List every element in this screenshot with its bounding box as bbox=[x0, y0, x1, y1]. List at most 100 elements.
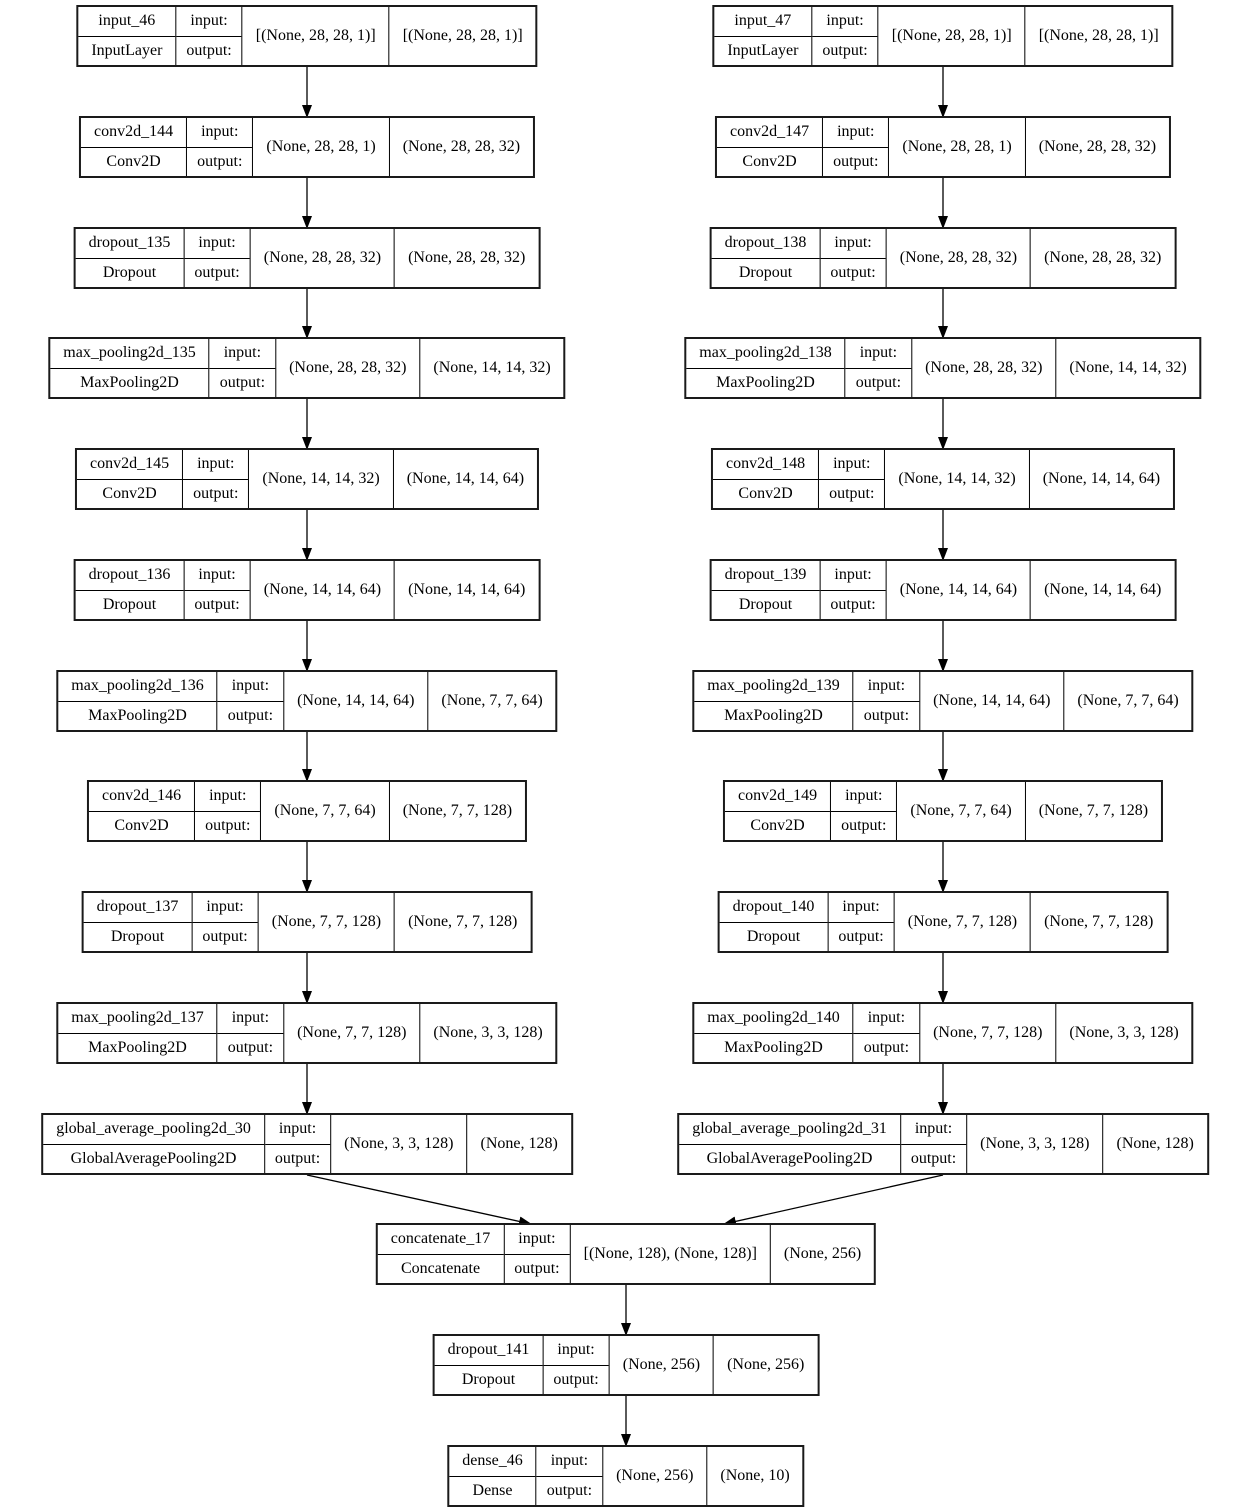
output-shape-column: [(None, 28, 28, 1)] bbox=[1024, 7, 1172, 65]
layer-type: InputLayer bbox=[727, 41, 799, 59]
input-shape-column: (None, 14, 14, 64) bbox=[283, 672, 427, 730]
layer-node-max_pooling2d_137: max_pooling2d_137 MaxPooling2D input: ou… bbox=[56, 1002, 558, 1064]
layer-name: conv2d_149 bbox=[724, 782, 831, 812]
layer-node-max_pooling2d_135: max_pooling2d_135 MaxPooling2D input: ou… bbox=[48, 337, 566, 399]
output-shape: (None, 3, 3, 128) bbox=[433, 1024, 543, 1041]
io-label-column: input: output: bbox=[818, 450, 885, 508]
output-shape-column: (None, 128) bbox=[466, 1115, 570, 1173]
layer-title-column: global_average_pooling2d_31 GlobalAverag… bbox=[679, 1115, 900, 1173]
input-label: input: bbox=[900, 1115, 967, 1145]
output-shape-column: (None, 14, 14, 64) bbox=[392, 450, 537, 508]
output-label: output: bbox=[219, 373, 266, 391]
input-shape-column: (None, 7, 7, 128) bbox=[919, 1004, 1055, 1062]
output-shape-column: (None, 7, 7, 64) bbox=[427, 672, 555, 730]
layer-name: input_46 bbox=[78, 7, 176, 37]
layer-name: dropout_139 bbox=[711, 561, 820, 591]
layer-node-conv2d_148: conv2d_148 Conv2D input: output: (None, … bbox=[710, 448, 1176, 510]
input-shape-column: (None, 7, 7, 64) bbox=[896, 782, 1024, 840]
layer-node-dropout_141: dropout_141 Dropout input: output: (None… bbox=[432, 1334, 820, 1396]
input-label: input: bbox=[543, 1336, 609, 1366]
input-shape-column: (None, 7, 7, 64) bbox=[260, 782, 388, 840]
layer-name: dropout_141 bbox=[434, 1336, 543, 1366]
output-shape-column: (None, 7, 7, 128) bbox=[388, 782, 525, 840]
io-label-column: input: output: bbox=[208, 339, 276, 397]
output-shape-column: (None, 28, 28, 32) bbox=[388, 118, 533, 176]
input-shape: (None, 28, 28, 32) bbox=[925, 359, 1043, 376]
layer-type: Conv2D bbox=[114, 816, 169, 834]
layer-name: dropout_135 bbox=[75, 229, 184, 259]
layer-type: MaxPooling2D bbox=[88, 706, 187, 724]
layer-type: MaxPooling2D bbox=[88, 1038, 187, 1056]
output-label: output: bbox=[841, 816, 887, 834]
layer-name: concatenate_17 bbox=[377, 1225, 504, 1255]
input-shape-column: (None, 28, 28, 32) bbox=[911, 339, 1055, 397]
input-shape: (None, 7, 7, 128) bbox=[907, 913, 1018, 930]
io-label-column: input: output: bbox=[822, 118, 889, 176]
input-shape: (None, 14, 14, 32) bbox=[898, 470, 1016, 487]
layer-node-concatenate_17: concatenate_17 Concatenate input: output… bbox=[375, 1223, 877, 1285]
layer-name: dropout_140 bbox=[719, 893, 828, 923]
output-shape: (None, 28, 28, 32) bbox=[408, 249, 526, 266]
io-label-column: input: output: bbox=[827, 893, 894, 951]
edge-global_average_pooling2d_31-to-concatenate_17 bbox=[723, 1174, 944, 1227]
layer-type: Dropout bbox=[738, 595, 793, 613]
input-label: input: bbox=[819, 450, 885, 480]
output-shape-column: (None, 7, 7, 128) bbox=[1030, 893, 1166, 951]
layer-title-column: max_pooling2d_138 MaxPooling2D bbox=[686, 339, 845, 397]
input-label: input: bbox=[853, 1004, 920, 1034]
output-label: output: bbox=[514, 1259, 560, 1277]
input-label: input: bbox=[217, 672, 284, 702]
layer-title-column: dropout_138 Dropout bbox=[711, 229, 820, 287]
layer-name: dropout_138 bbox=[711, 229, 820, 259]
input-shape-column: [(None, 28, 28, 1)] bbox=[877, 7, 1025, 65]
layer-name: dropout_137 bbox=[83, 893, 192, 923]
layer-type: MaxPooling2D bbox=[724, 1038, 823, 1056]
output-shape-column: (None, 256) bbox=[713, 1336, 817, 1394]
input-label: input: bbox=[812, 7, 878, 37]
layer-node-dropout_140: dropout_140 Dropout input: output: (None… bbox=[717, 891, 1169, 953]
input-shape-column: (None, 28, 28, 32) bbox=[249, 229, 394, 287]
input-shape: (None, 28, 28, 32) bbox=[899, 249, 1018, 266]
layer-title-column: conv2d_148 Conv2D bbox=[712, 450, 819, 508]
input-shape: (None, 14, 14, 64) bbox=[899, 581, 1018, 598]
input-shape: (None, 7, 7, 128) bbox=[933, 1024, 1043, 1041]
input-shape: (None, 7, 7, 64) bbox=[274, 802, 376, 819]
output-shape-column: [(None, 28, 28, 1)] bbox=[388, 7, 536, 65]
io-label-column: input: output: bbox=[191, 893, 258, 951]
output-shape-column: (None, 128) bbox=[1102, 1115, 1206, 1173]
layer-title-column: max_pooling2d_139 MaxPooling2D bbox=[694, 672, 853, 730]
input-label: input: bbox=[536, 1447, 603, 1477]
output-label: output: bbox=[830, 595, 876, 613]
layer-name: input_47 bbox=[714, 7, 812, 37]
output-label: output: bbox=[829, 484, 875, 502]
layer-title-column: conv2d_144 Conv2D bbox=[80, 118, 187, 176]
layer-title-column: max_pooling2d_140 MaxPooling2D bbox=[694, 1004, 853, 1062]
output-label: output: bbox=[838, 927, 884, 945]
layer-title-column: dropout_141 Dropout bbox=[434, 1336, 543, 1394]
layer-title-column: max_pooling2d_135 MaxPooling2D bbox=[50, 339, 209, 397]
io-label-column: input: output: bbox=[183, 229, 250, 287]
output-shape-column: (None, 256) bbox=[769, 1225, 874, 1283]
layer-node-max_pooling2d_139: max_pooling2d_139 MaxPooling2D input: ou… bbox=[692, 670, 1194, 732]
io-label-column: input: output: bbox=[182, 450, 249, 508]
output-shape-column: (None, 7, 7, 64) bbox=[1063, 672, 1191, 730]
layer-node-conv2d_147: conv2d_147 Conv2D input: output: (None, … bbox=[714, 116, 1172, 178]
layer-type: Conv2D bbox=[742, 152, 797, 170]
input-shape: (None, 7, 7, 128) bbox=[271, 913, 382, 930]
input-label: input: bbox=[217, 1004, 284, 1034]
input-label: input: bbox=[823, 118, 889, 148]
layer-node-dropout_135: dropout_135 Dropout input: output: (None… bbox=[73, 227, 541, 289]
layer-type: MaxPooling2D bbox=[80, 373, 179, 391]
output-shape: (None, 14, 14, 32) bbox=[433, 359, 551, 376]
layer-node-input_46: input_46 InputLayer input: output: [(Non… bbox=[76, 5, 538, 67]
output-label: output: bbox=[830, 263, 876, 281]
layer-node-dropout_139: dropout_139 Dropout input: output: (None… bbox=[709, 559, 1177, 621]
layer-name: conv2d_148 bbox=[712, 450, 819, 480]
output-shape: (None, 14, 14, 64) bbox=[1042, 470, 1161, 487]
output-label: output: bbox=[553, 1370, 599, 1388]
layer-name: global_average_pooling2d_30 bbox=[43, 1115, 264, 1145]
io-label-column: input: output: bbox=[852, 1004, 920, 1062]
output-shape: (None, 7, 7, 128) bbox=[402, 802, 513, 819]
output-shape-column: (None, 10) bbox=[706, 1447, 802, 1505]
